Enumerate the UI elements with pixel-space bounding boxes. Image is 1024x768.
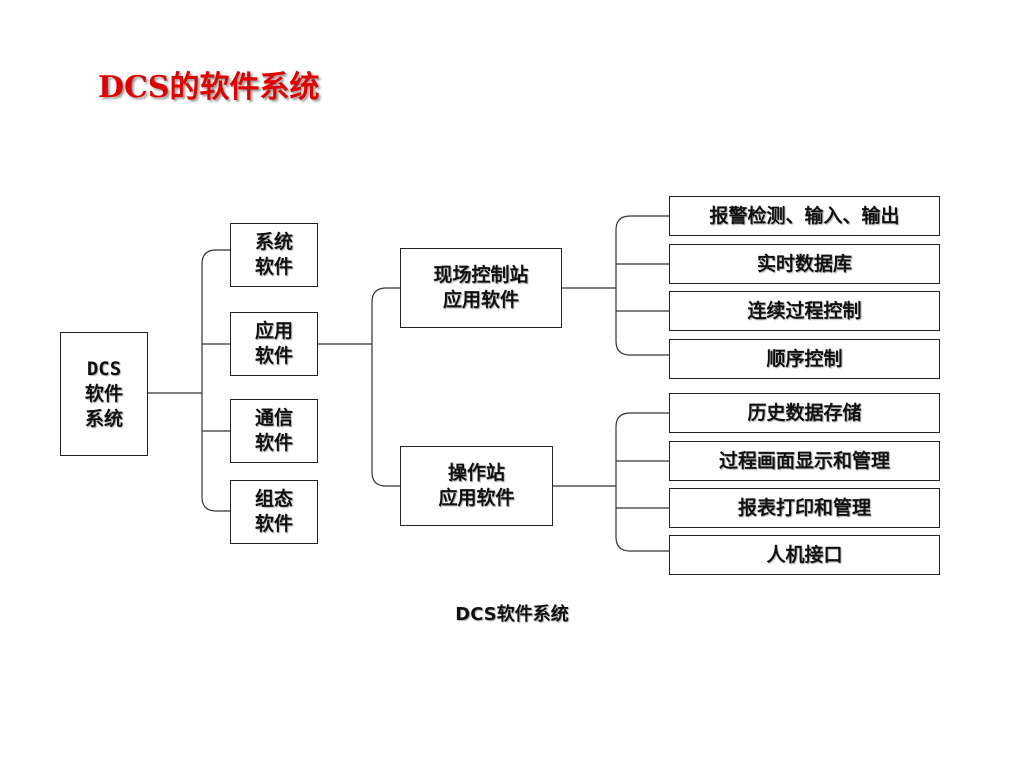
application-label: 现场控制站 应用软件 [433,264,529,311]
operator-item-history-storage: 历史数据存储 [669,393,940,433]
item-label: 顺序控制 [766,347,843,370]
category-node-system: 系统 软件 [230,223,318,287]
figure-caption: DCS软件系统 [455,604,569,625]
category-node-application: 应用 软件 [230,312,318,376]
item-label: 实时数据库 [756,252,852,275]
operator-item-display-management: 过程画面显示和管理 [669,441,940,481]
application-label: 操作站 应用软件 [438,462,515,509]
operator-item-hmi: 人机接口 [669,535,940,575]
category-label: 通信 软件 [254,407,293,454]
item-label: 报表打印和管理 [737,496,871,519]
field-item-alarm-io: 报警检测、输入、输出 [669,196,940,236]
bracket-applications [371,287,400,487]
root-node: DCS 软件 系统 [60,332,148,456]
page-title: DCS的软件系统 [98,70,320,105]
item-label: 连续过程控制 [747,299,862,322]
item-label: 报警检测、输入、输出 [709,204,900,227]
category-label: 组态 软件 [254,488,293,535]
bracket-field-items [615,215,669,356]
category-node-communication: 通信 软件 [230,399,318,463]
category-label: 系统 软件 [254,231,293,278]
item-label: 历史数据存储 [747,401,862,424]
category-node-configuration: 组态 软件 [230,480,318,544]
bracket-operator-items [615,412,669,552]
bracket-categories [201,249,230,512]
application-node-operator-station: 操作站 应用软件 [400,446,553,526]
category-label: 应用 软件 [254,320,293,367]
operator-item-report-printing: 报表打印和管理 [669,488,940,528]
field-item-continuous-control: 连续过程控制 [669,291,940,331]
application-node-field-station: 现场控制站 应用软件 [400,248,562,328]
item-label: 人机接口 [766,543,843,566]
root-node-label: DCS 软件 系统 [84,357,123,430]
field-item-sequence-control: 顺序控制 [669,339,940,379]
item-label: 过程画面显示和管理 [718,449,890,472]
field-item-realtime-db: 实时数据库 [669,244,940,284]
